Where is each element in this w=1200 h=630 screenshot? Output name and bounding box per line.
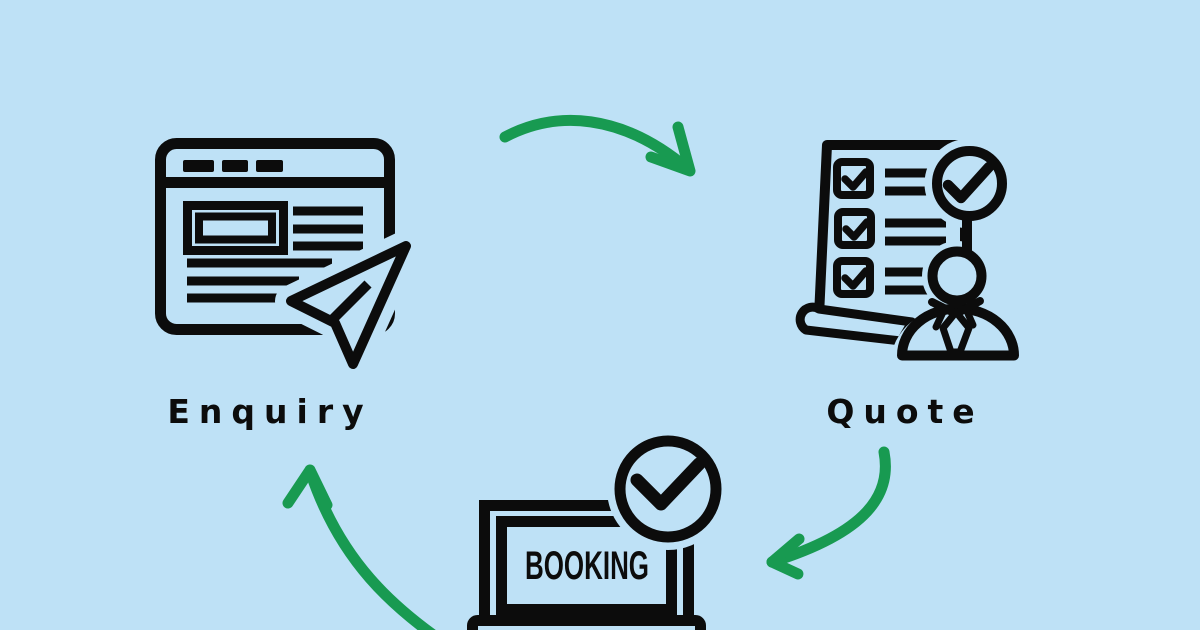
booking-screen-label: BOOKING: [525, 544, 649, 588]
laptop-icon: [479, 500, 694, 621]
curved-arrow-quote-to-booking-icon: [766, 446, 891, 580]
webpage-send-icon: [155, 138, 420, 380]
laptop-base: [467, 615, 706, 630]
page-content-lines: [183, 201, 363, 303]
enquiry-label: Enquiry: [167, 392, 373, 431]
person-icon: [891, 218, 1020, 362]
board-base: [795, 302, 917, 346]
send-arrow-icon: [275, 230, 420, 380]
quote-label: Quote: [826, 392, 984, 431]
check-circle-icon: [924, 138, 1015, 229]
laptop-check-icon: BOOKING: [467, 428, 725, 630]
checkbox-icons: [833, 158, 875, 298]
curved-arrow-booking-to-enquiry-icon: [282, 464, 436, 630]
curved-arrow-enquiry-to-quote-icon: [499, 114, 696, 177]
browser-topbar-dashes: [183, 160, 283, 172]
checklist-client-icon: [795, 138, 1020, 362]
check-circle-icon: [607, 428, 725, 550]
